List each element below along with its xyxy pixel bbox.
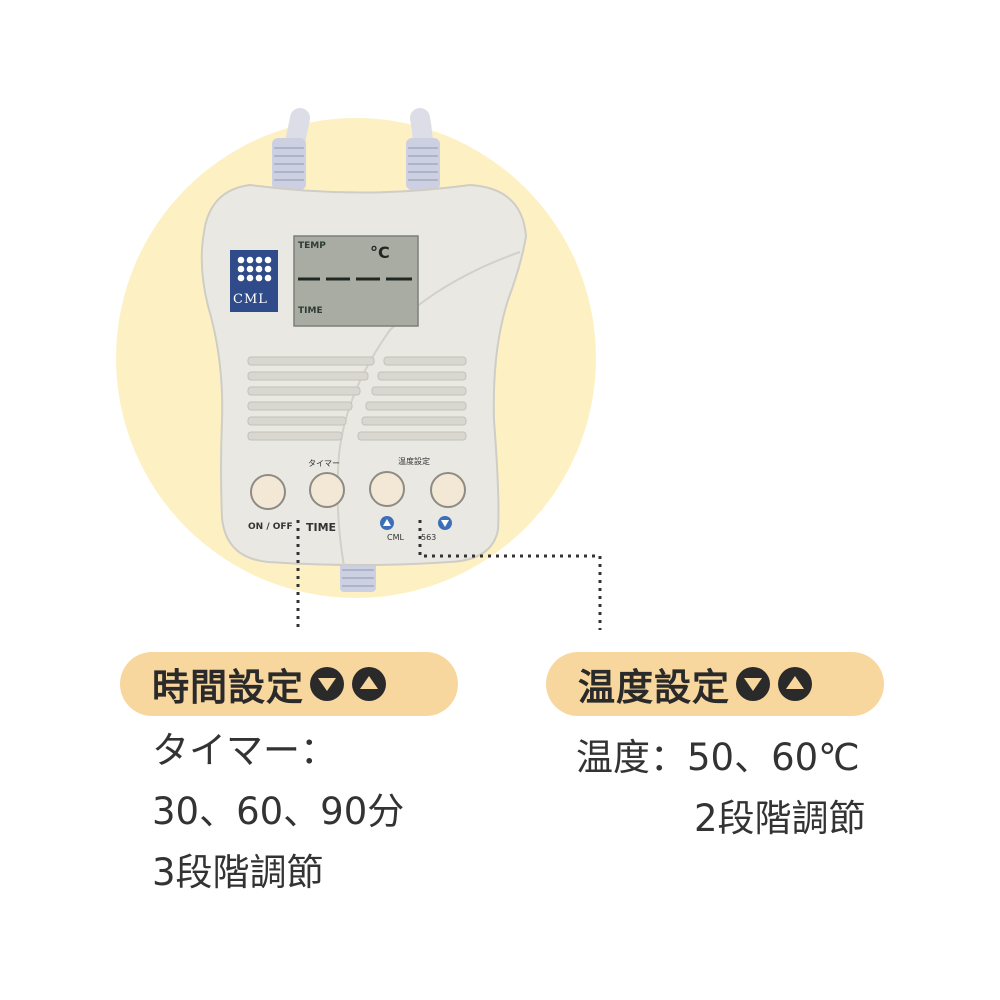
time-setting-title: 時間設定 [152,666,304,709]
temp-up-button[interactable] [369,471,405,507]
down-triangle-icon [310,667,344,701]
time-button-label: TIME [306,521,337,534]
temp-setting-title: 温度設定 [578,666,730,709]
up-triangle-icon [778,667,812,701]
lcd-time-label: TIME [298,306,323,316]
speaker-grille-left [247,356,375,441]
temp-setting-callout: 温度設定 [546,652,884,716]
device-down-arrow-icon [438,516,452,530]
temp-setting-line-2: 2段階調節 [694,797,866,840]
time-setting-line-3: 3段階調節 [152,851,324,894]
cable-top-left [272,108,310,196]
model-brand: CML [387,533,404,542]
timer-button[interactable] [309,472,345,508]
device-up-arrow-icon [380,516,394,530]
temp-setting-line-1: 温度：50、60℃ [576,736,860,779]
leader-line-temp [418,520,602,630]
time-setting-line-1: タイマー： [152,729,337,772]
lcd-unit: °C [370,243,390,262]
speaker-grille-right [357,356,467,441]
up-triangle-icon [352,667,386,701]
on-off-button[interactable] [250,474,286,510]
down-triangle-icon [736,667,770,701]
lcd-screen [293,235,419,327]
timer-label: タイマー [308,459,340,468]
cable-bottom [340,560,376,592]
logo-dots [237,256,272,282]
lcd-temp-label: TEMP [298,241,326,251]
time-setting-callout: 時間設定 [120,652,458,716]
on-off-label: ON / OFF [248,522,293,532]
cable-top-right [406,108,440,196]
temp-down-button[interactable] [430,472,466,508]
temp-setting-label: 温度設定 [398,457,430,466]
brand-logo-text: CML [233,292,268,307]
model-number: 563 [421,533,437,542]
time-setting-line-2: 30、60、90分 [152,790,405,833]
